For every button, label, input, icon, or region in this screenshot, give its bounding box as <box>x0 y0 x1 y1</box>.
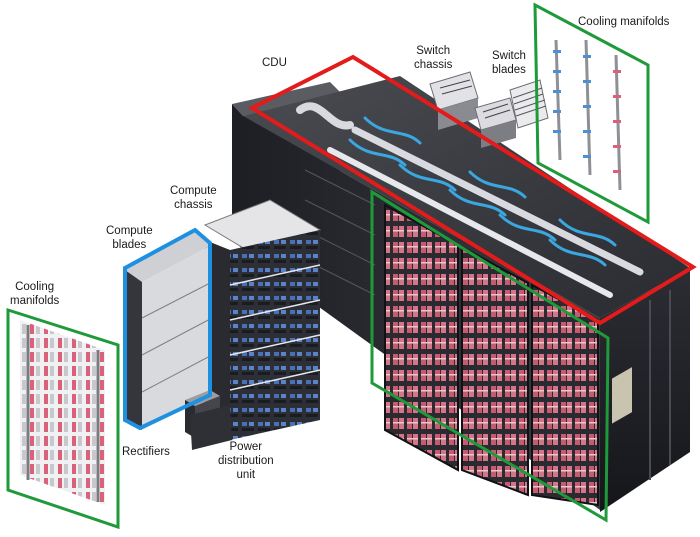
cabinet-front-green-box <box>370 189 610 523</box>
label-pdu-line2: distribution <box>218 455 274 467</box>
label-cdu: CDU <box>262 57 287 69</box>
label-pdu-line3: unit <box>236 469 256 481</box>
cooling-manifolds-left-green-box <box>6 307 120 530</box>
label-compute-blades: Compute blades <box>106 224 153 252</box>
cooling-manifolds-left-art <box>20 320 105 505</box>
label-compute-chassis-line2: chassis <box>174 199 213 211</box>
label-switch-blades-line2: blades <box>492 64 526 76</box>
label-compute-blades-line1: Compute <box>106 225 153 237</box>
compute-chassis-art <box>203 199 322 440</box>
switch-area-red-box <box>247 54 697 326</box>
label-compute-chassis: Compute chassis <box>170 184 217 212</box>
label-pdu-line1: Power <box>229 441 263 453</box>
label-cooling-manifolds-left-line2: manifolds <box>10 295 60 307</box>
label-power-distribution-unit: Power distribution unit <box>218 440 274 482</box>
label-cooling-manifolds-left-line1: Cooling <box>15 281 55 293</box>
switch-chassis <box>429 71 517 148</box>
label-switch-chassis-line2: chassis <box>414 59 453 71</box>
label-switch-blades: Switch blades <box>492 49 526 77</box>
label-switch-chassis: Switch chassis <box>414 44 452 72</box>
highlight-boxes <box>6 2 697 530</box>
cooling-pipes <box>296 102 644 298</box>
cooling-manifolds-top-green-box <box>533 2 650 225</box>
label-switch-blades-line1: Switch <box>492 50 526 62</box>
label-compute-chassis-line1: Compute <box>170 185 217 197</box>
label-cooling-manifolds-left: Cooling manifolds <box>10 280 59 308</box>
label-compute-blades-line2: blades <box>112 239 147 251</box>
label-switch-chassis-line1: Switch <box>416 45 451 57</box>
label-rectifiers: Rectifiers <box>122 446 170 458</box>
compute-blades-blue-box <box>123 227 212 431</box>
cabinet-front-panel <box>612 290 671 480</box>
compute-blades-art <box>125 232 213 430</box>
main-cabinet <box>232 76 690 512</box>
cooling-manifolds-top-art <box>553 39 622 191</box>
label-cooling-manifolds-top: Cooling manifolds <box>578 16 670 28</box>
cabinet-blade-bays <box>384 203 599 507</box>
